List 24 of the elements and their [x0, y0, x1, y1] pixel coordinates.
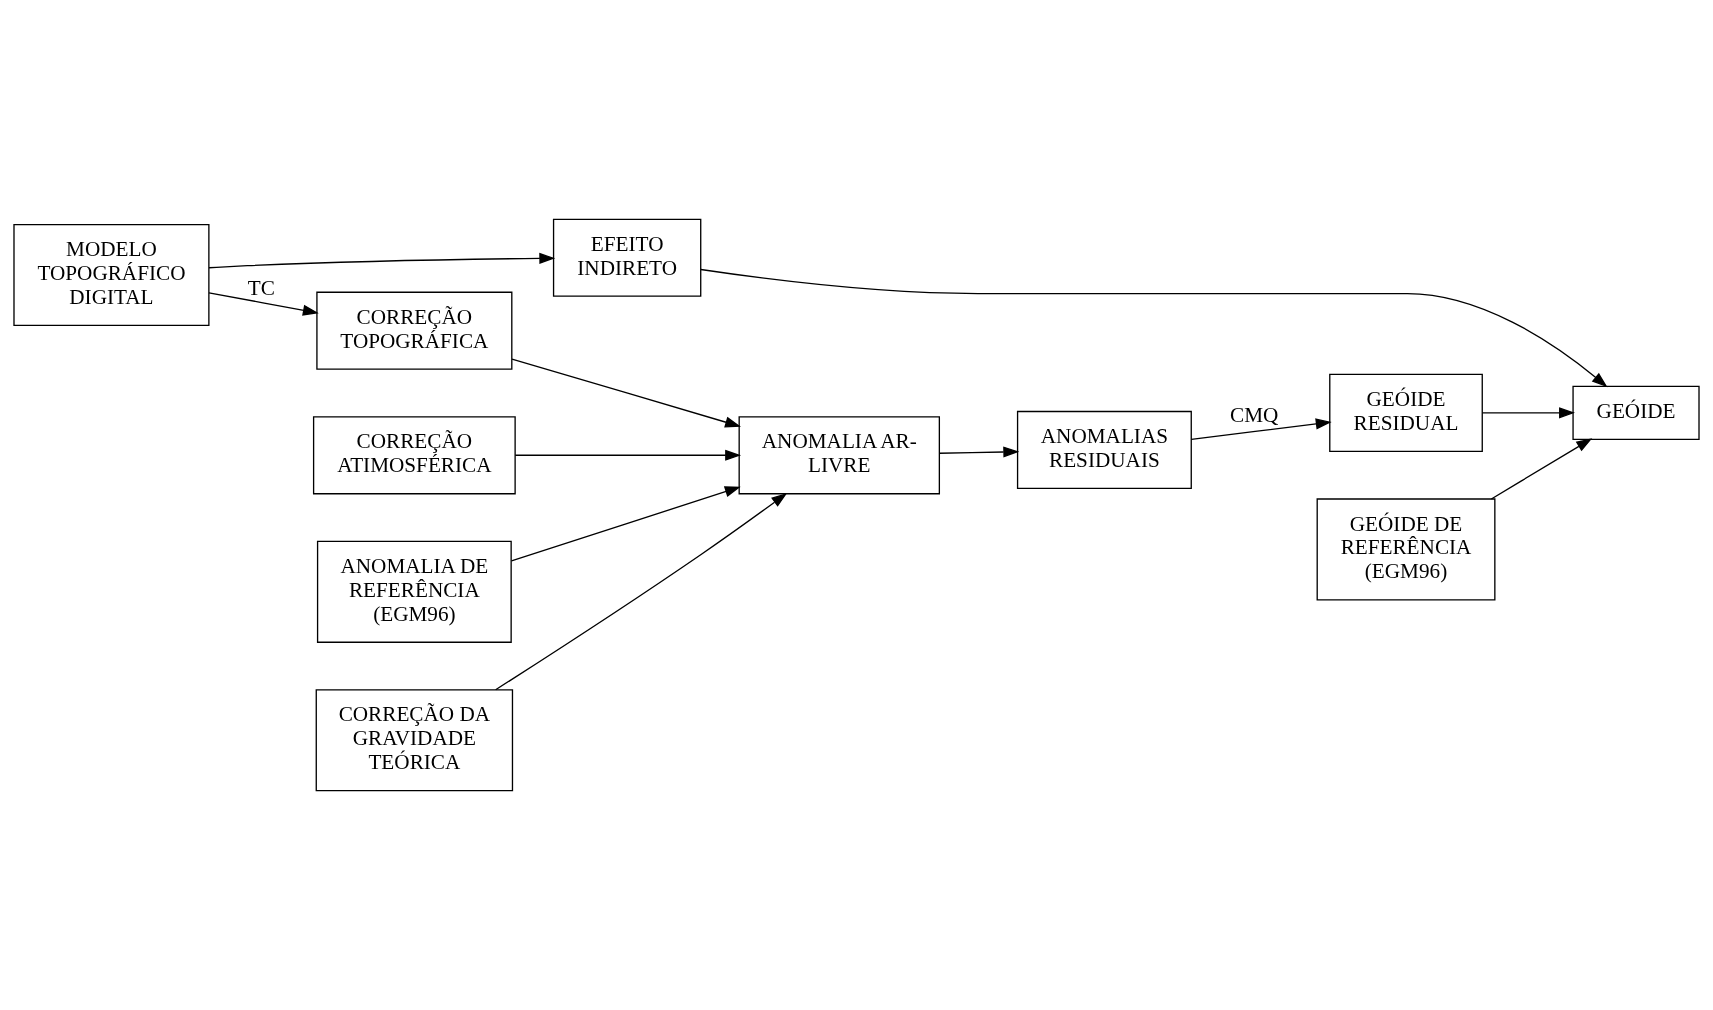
node-box: ANOMALIA AR-LIVRE	[738, 416, 941, 495]
node-box: ANOMALIA DE REFERÊNCIA (EGM96)	[316, 540, 512, 643]
arrow	[1190, 418, 1332, 440]
node-box: ANOMALIAS RESIDUAIS	[1016, 410, 1192, 490]
node-box: CORREÇÃO DA GRAVIDADE TEÓRICA	[315, 689, 514, 792]
arrow	[208, 252, 556, 269]
arrow	[495, 492, 788, 691]
node-box: MODELO TOPOGRÁFICO DIGITAL	[13, 223, 210, 327]
edge-label: TC	[247, 275, 275, 300]
arrow	[1490, 438, 1593, 500]
arrow	[514, 449, 742, 461]
arrow	[511, 358, 741, 428]
arrow	[208, 292, 319, 316]
node-box: EFEITO INDIRETO	[552, 218, 702, 297]
node-box: CORREÇÃO ATIMOSFÉRICA	[312, 416, 516, 495]
arrow	[1481, 407, 1575, 419]
node-box: GEÓIDE RESIDUAL	[1329, 373, 1483, 452]
node-box: CORREÇÃO TOPOGRÁFICA	[316, 291, 513, 370]
edge-label: CMQ	[1230, 402, 1279, 427]
arrow	[938, 446, 1020, 458]
arrow	[700, 268, 1608, 388]
arrow	[510, 486, 741, 562]
node-box: GEÓIDE DE REFERÊNCIA (EGM96)	[1316, 498, 1496, 601]
node-box: GEÓIDE	[1572, 385, 1700, 441]
